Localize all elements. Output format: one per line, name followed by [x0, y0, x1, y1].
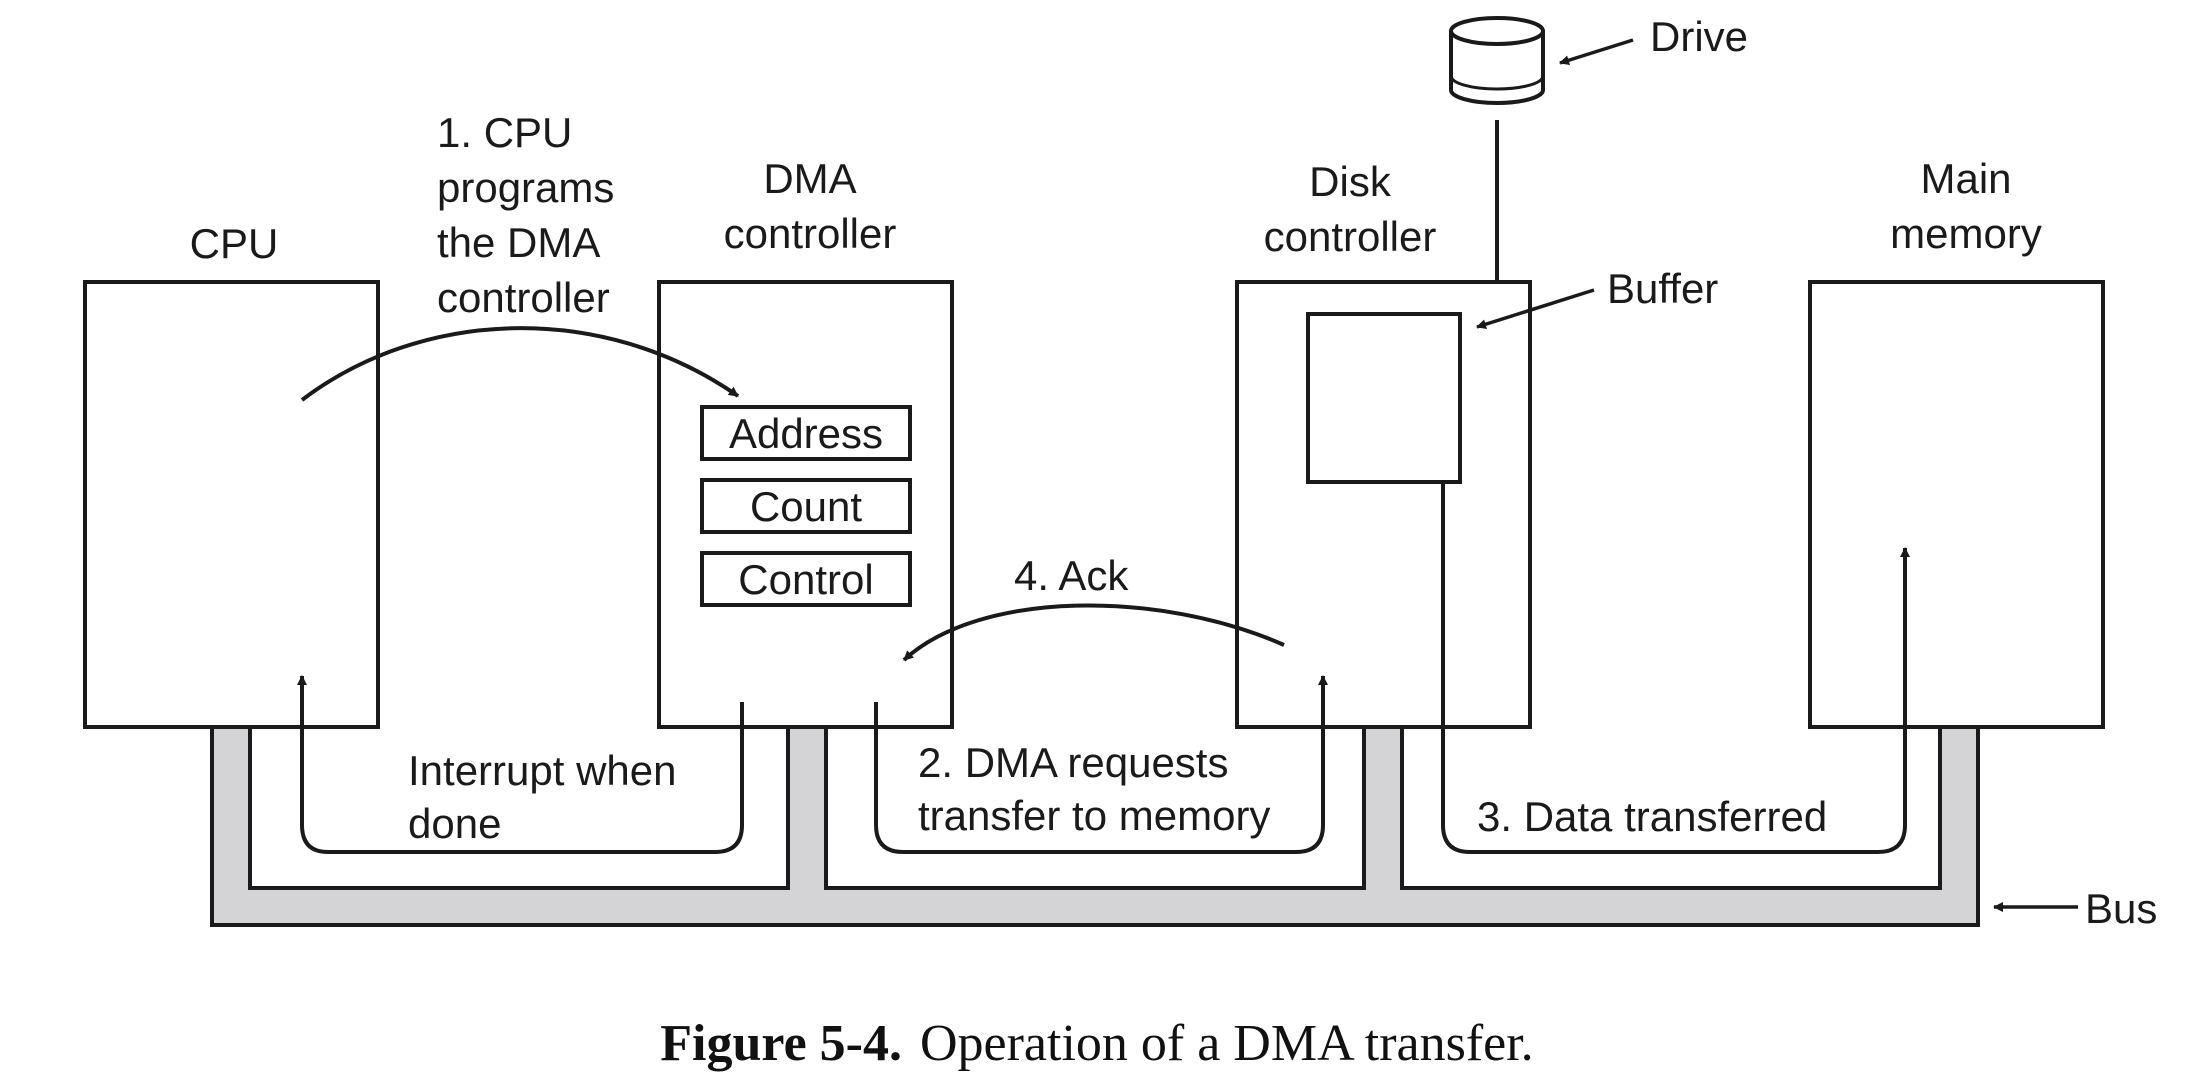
main-memory-label-line2: memory — [1890, 210, 2042, 257]
step4-label: 4. Ack — [1014, 552, 1129, 599]
main-memory-label-line1: Main — [1920, 155, 2011, 202]
figure-caption-label: Figure 5-4. — [660, 1015, 902, 1072]
cpu-label: CPU — [190, 220, 279, 267]
cpu-box — [83, 280, 380, 729]
dma-controller-label-line1: DMA — [763, 155, 856, 202]
step1-label-line4: controller — [437, 274, 610, 321]
step2-arrow — [874, 675, 1328, 854]
step1-label-line3: the DMA — [437, 219, 600, 266]
step3-arrow — [1441, 482, 1910, 854]
interrupt-label-line1: Interrupt when — [408, 747, 677, 794]
buffer-pointer-arrow — [1476, 288, 1595, 330]
interrupt-arrow — [297, 675, 744, 854]
control-register-label: Control — [738, 556, 873, 603]
step1-label-line2: programs — [437, 164, 614, 211]
step3-label: 3. Data transferred — [1477, 793, 1827, 840]
count-register-label: Count — [750, 483, 862, 530]
buffer-label: Buffer — [1607, 265, 1718, 312]
buffer-box — [1306, 312, 1462, 484]
interrupt-label-line2: done — [408, 800, 501, 847]
drive-pointer-arrow — [1559, 38, 1634, 66]
bus-label: Bus — [2085, 885, 2157, 932]
step2-label-line1: 2. DMA requests — [918, 739, 1228, 786]
address-register-label: Address — [729, 410, 883, 457]
address-register — [700, 405, 912, 461]
step4-arrow — [902, 603, 1285, 662]
disk-controller-label-line2: controller — [1264, 213, 1437, 260]
step1-label-line1: 1. CPU — [437, 109, 572, 156]
control-register — [700, 551, 912, 607]
step1-arrow — [300, 326, 740, 402]
count-register — [700, 478, 912, 534]
step2-label-line2: transfer to memory — [918, 792, 1270, 839]
figure-caption: Figure 5-4. Operation of a DMA transfer. — [660, 1015, 1533, 1072]
main-memory-box — [1808, 280, 2105, 729]
figure-caption-text: Operation of a DMA transfer. — [920, 1015, 1534, 1072]
drive-icon — [1449, 16, 1545, 105]
disk-controller-label-line1: Disk — [1309, 158, 1392, 205]
drive-label: Drive — [1650, 13, 1748, 60]
dma-controller-label-line2: controller — [724, 210, 897, 257]
